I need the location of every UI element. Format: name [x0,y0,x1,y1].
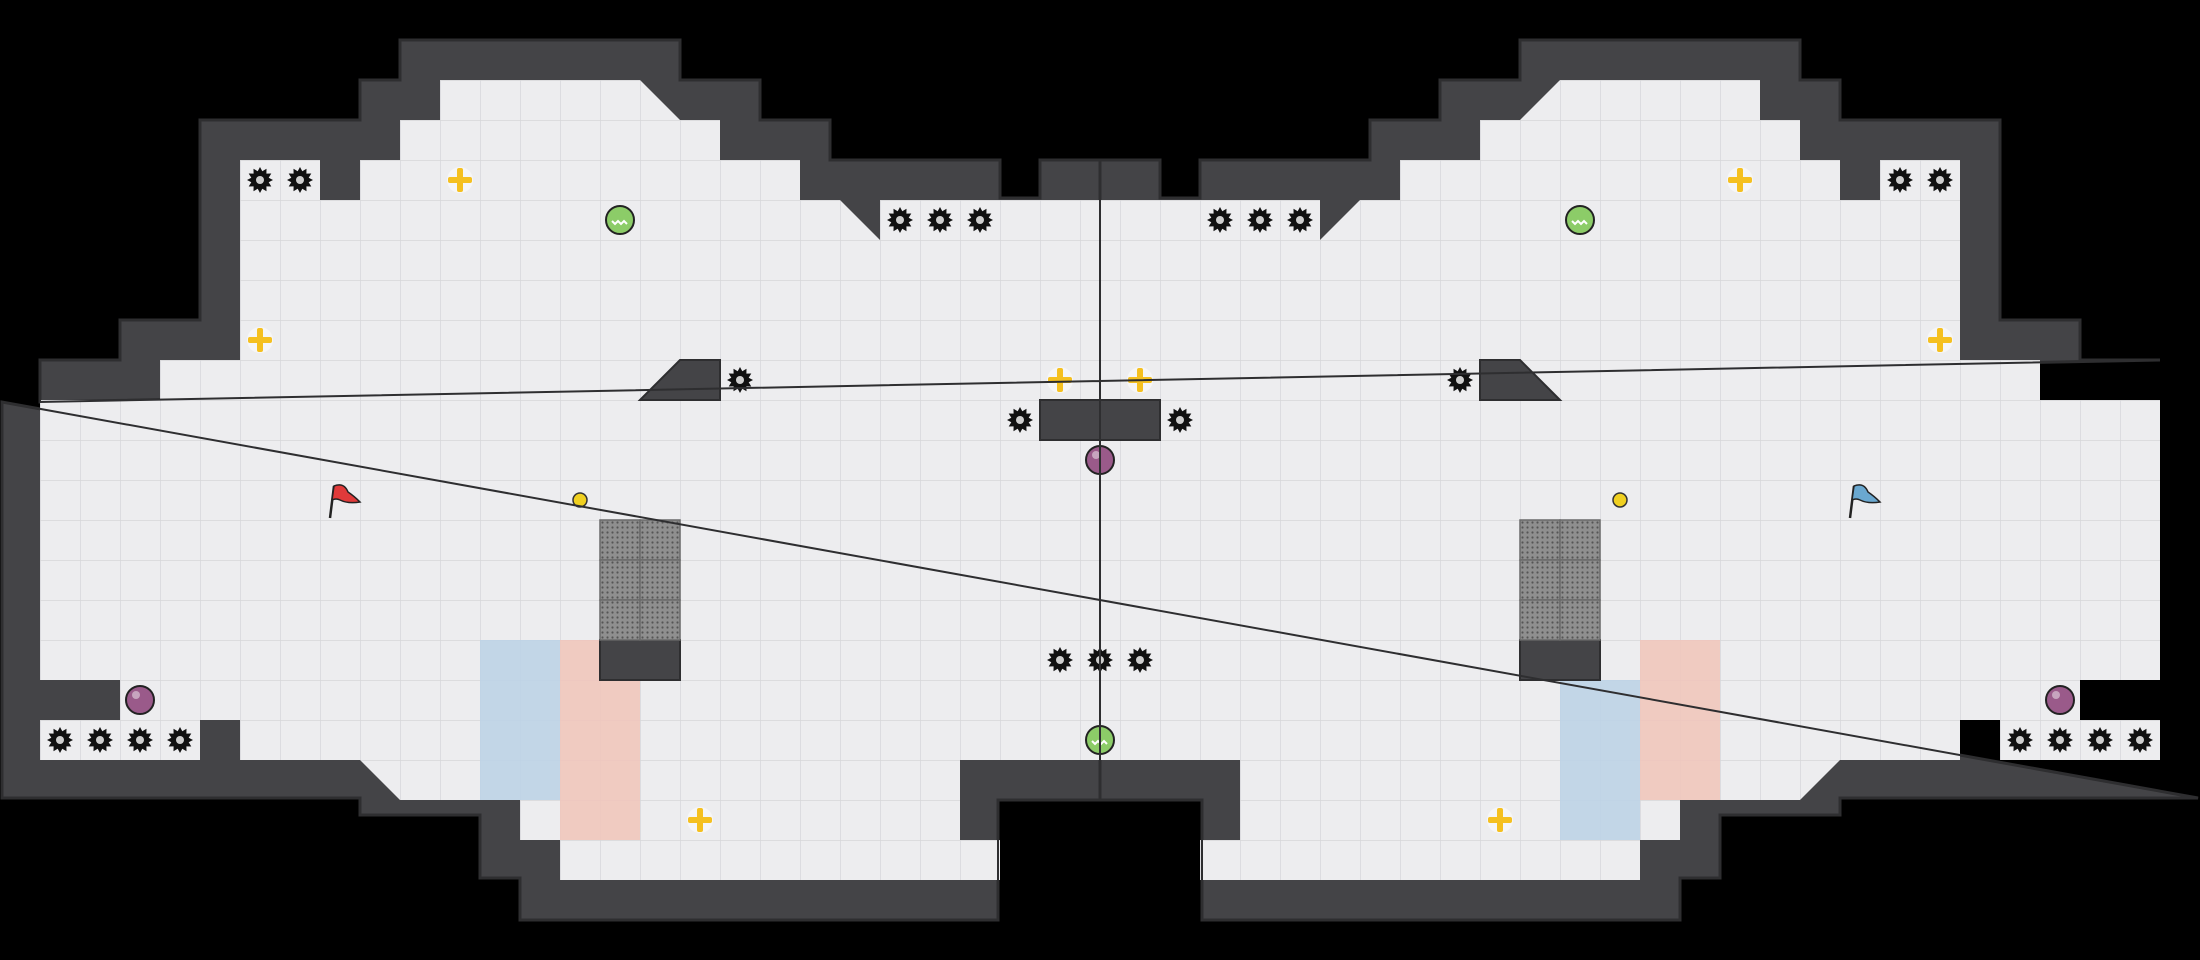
bomb-icon [1565,205,1595,235]
gate-block [599,559,641,601]
spike-icon [287,167,313,193]
boost-icon [447,167,473,193]
boost-icon [1927,327,1953,353]
spike-icon [1007,407,1033,433]
spike-icon [887,207,913,233]
spike-icon [87,727,113,753]
gate-block [599,519,641,561]
boost-icon [1727,167,1753,193]
spike-icon [1887,167,1913,193]
gate-block [599,599,641,641]
gate-block [1559,519,1601,561]
bomb-icon [605,205,635,235]
blue-flag-icon [1848,484,1882,519]
spike-icon [2047,727,2073,753]
blue-zone-left [480,640,560,800]
spike-icon [967,207,993,233]
spike-icon [1207,207,1233,233]
gate-block [1519,559,1561,601]
spike-icon [1127,647,1153,673]
spike-icon [1287,207,1313,233]
gate-block [639,559,681,601]
boost-icon [247,327,273,353]
red-zone-right [1640,640,1720,800]
spike-icon [127,727,153,753]
spike-icon [1447,367,1473,393]
boost-icon [687,807,713,833]
spike-icon [247,167,273,193]
gate-block [1519,599,1561,641]
spike-icon [47,727,73,753]
gate-base-right [1519,639,1601,681]
gate-base-left [599,639,681,681]
spike-icon [2127,727,2153,753]
spike-icon [167,727,193,753]
red-flag-icon [328,484,362,519]
gate-block [1519,519,1561,561]
spike-icon [1927,167,1953,193]
wall-edge [1,39,2199,921]
gate-block [1559,559,1601,601]
blue-zone-right [1560,680,1640,840]
boost-icon [1487,807,1513,833]
powerup-icon [125,685,155,715]
spike-icon [1047,647,1073,673]
spike-icon [927,207,953,233]
spike-icon [1167,407,1193,433]
spike-icon [2087,727,2113,753]
powerup-icon [2045,685,2075,715]
spike-icon [727,367,753,393]
spike-icon [1247,207,1273,233]
spike-icon [2007,727,2033,753]
floor [40,80,2160,880]
gate-block [1559,599,1601,641]
flag-stand-icon [1612,492,1628,508]
gate-block [639,519,681,561]
gate-block [639,599,681,641]
boost-icon [1047,367,1073,393]
